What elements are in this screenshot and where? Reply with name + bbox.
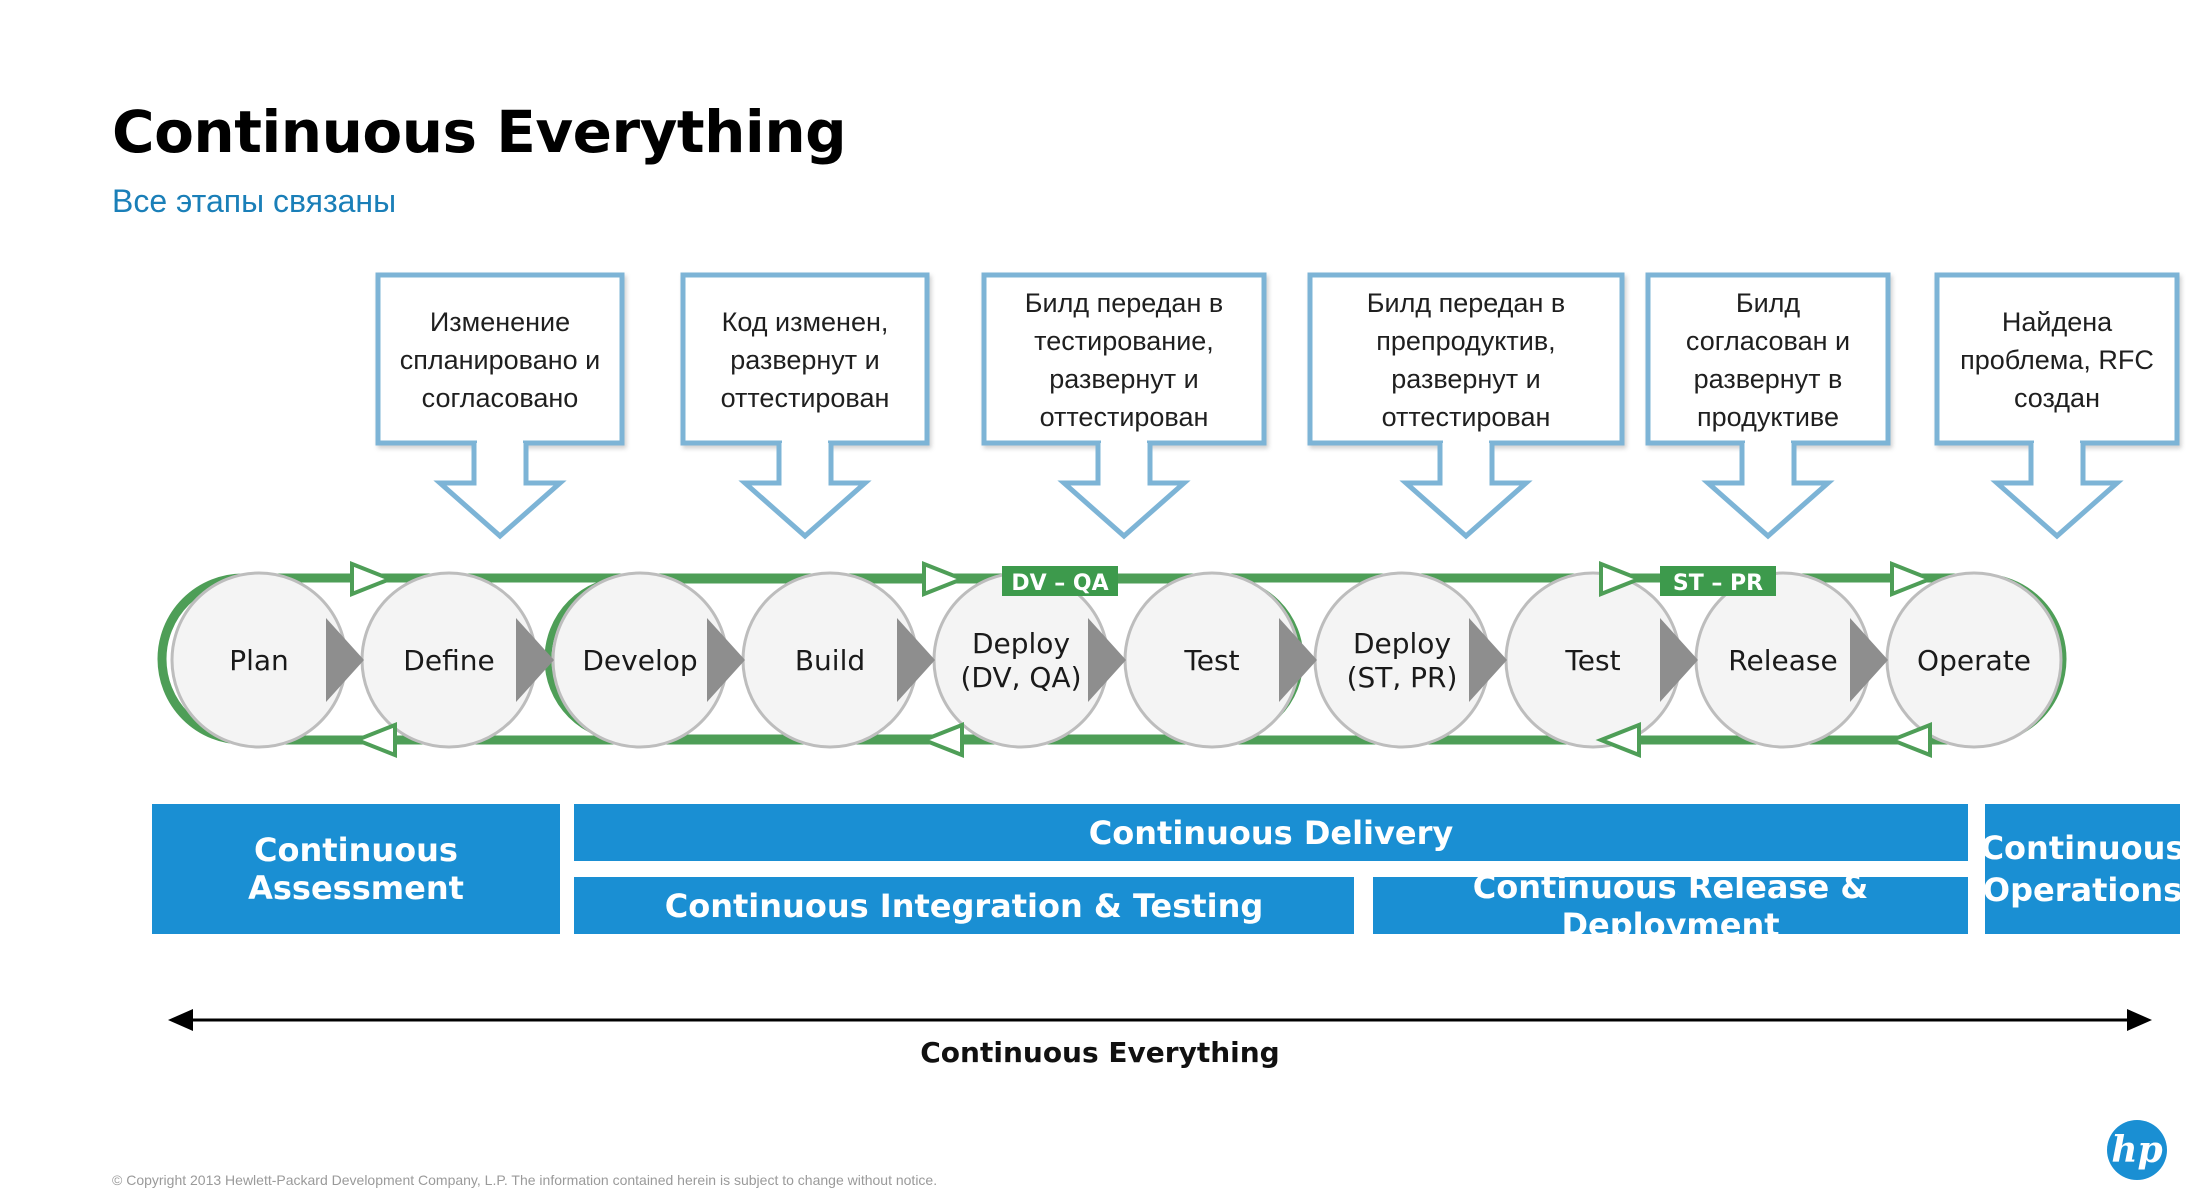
stage-operate: Operate — [1885, 571, 2063, 749]
environment-tag-dv-qa: DV – QA — [1002, 566, 1118, 596]
loop-arrow-right-icon — [350, 561, 396, 597]
page-title: Continuous Everything — [112, 98, 847, 166]
stage-plan: Plan — [170, 571, 348, 749]
page-subtitle: Все этапы связаны — [112, 183, 397, 219]
stage-label: Test — [1564, 644, 1620, 677]
callout-arrow-icon — [1399, 443, 1533, 540]
callout-arrow-icon — [738, 443, 872, 540]
callout-arrow-icon — [1990, 443, 2124, 540]
loop-arrow-left-icon — [1595, 722, 1641, 758]
callout-box: Найдена проблема, RFC создан — [1934, 272, 2180, 540]
callout-box: Код изменен, развернут и оттестирован — [680, 272, 930, 540]
stage-develop: Develop — [551, 571, 729, 749]
loop-arrow-left-icon — [1886, 722, 1932, 758]
chevron-right-icon — [1660, 618, 1698, 702]
callout-text: Билд — [1736, 288, 1801, 318]
stage-test: Test — [1504, 571, 1682, 749]
continuous-everything-arrow — [168, 1009, 2152, 1031]
callout-group: Изменение спланировано и согласовано Код из… — [375, 272, 2180, 540]
stage-define: Define — [360, 571, 538, 749]
loop-direction-arrows — [350, 561, 1936, 758]
environment-tag-st-pr: ST – PR — [1660, 566, 1776, 596]
loop-arrow-left-icon — [918, 722, 964, 758]
chevron-right-icon — [516, 618, 554, 702]
callout-text: развернут в — [1694, 364, 1843, 394]
chevron-right-icon — [897, 618, 935, 702]
callout-text: согласовано — [422, 383, 579, 413]
callout-text: Билд передан в — [1367, 288, 1565, 318]
band-ops-line-2: Operations — [1982, 871, 2183, 909]
stage-build: Build — [741, 571, 919, 749]
callout-arrow-icon — [1701, 443, 1835, 540]
copyright-footer: © Copyright 2013 Hewlett-Packard Develop… — [112, 1172, 938, 1188]
stage-label: Release — [1728, 644, 1837, 677]
stage-label: Test — [1183, 644, 1239, 677]
callout-box: Билд согласован и развернут в продуктиве — [1645, 272, 1891, 540]
arrow-left-head-icon — [168, 1009, 193, 1031]
callout-text: Билд передан в — [1025, 288, 1223, 318]
callout-arrow-icon — [433, 443, 567, 540]
loop-arrow-right-icon — [1599, 561, 1645, 597]
callout-text: препродуктив, — [1376, 326, 1555, 356]
stage-label: (ST, PR) — [1347, 661, 1458, 694]
chevron-right-icon — [1088, 618, 1126, 702]
callout-text: проблема, RFC — [1960, 345, 2154, 375]
stage-deploy-st-pr: Deploy(ST, PR) — [1313, 571, 1491, 749]
chevron-right-icon — [326, 618, 364, 702]
stage-release: Release — [1694, 571, 1872, 749]
callout-text: развернут и — [730, 345, 880, 375]
callout-box: Билд передан в тестирование, развернут и от… — [981, 272, 1267, 540]
callout-text: оттестирован — [1382, 402, 1551, 432]
bottom-arrow-label: Continuous Everything — [920, 1036, 1280, 1069]
callout-text: оттестирован — [721, 383, 890, 413]
stage-label: Plan — [229, 644, 289, 677]
stage-label: Deploy — [972, 627, 1070, 660]
chevron-right-icon — [1279, 618, 1317, 702]
callout-text: Изменение — [430, 307, 570, 337]
callout-text: продуктиве — [1697, 402, 1839, 432]
arrow-right-head-icon — [2127, 1009, 2152, 1031]
band-continuous-assessment: Continuous Assessment — [152, 804, 560, 934]
callout-text: Код изменен, — [722, 307, 889, 337]
callout-text: тестирование, — [1034, 326, 1214, 356]
callout-text: Найдена — [2002, 307, 2113, 337]
stage-label: (DV, QA) — [960, 661, 1081, 694]
callout-text: согласован и — [1686, 326, 1850, 356]
band-ops-line-1: Continuous — [1980, 829, 2185, 867]
tag-label: DV – QA — [1011, 571, 1108, 596]
loop-arrow-left-icon — [351, 722, 397, 758]
callout-text: спланировано и — [400, 345, 600, 375]
stage-label: Deploy — [1353, 627, 1451, 660]
tag-label: ST – PR — [1673, 571, 1763, 596]
callout-arrow-icon — [1057, 443, 1191, 540]
band-continuous-operations: Continuous Operations — [1981, 804, 2184, 934]
chevron-right-icon — [707, 618, 745, 702]
loop-arrow-right-icon — [922, 561, 968, 597]
band-continuous-integration-testing: Continuous Integration & Testing — [574, 877, 1354, 934]
callout-text: создан — [2014, 383, 2100, 413]
stage-test: Test — [1123, 571, 1301, 749]
band-continuous-delivery: Continuous Delivery — [574, 804, 1968, 861]
stage-label: Build — [795, 644, 865, 677]
stage-label: Develop — [582, 644, 697, 677]
callout-text: развернут и — [1391, 364, 1541, 394]
band-continuous-release-deployment: Continuous Release & Deployment — [1373, 868, 1968, 944]
stage-label: Define — [403, 644, 494, 677]
callout-text: развернут и — [1049, 364, 1199, 394]
stage-deploy-dv-qa: Deploy(DV, QA) — [932, 571, 1110, 749]
chevron-right-icon — [1850, 618, 1888, 702]
chevron-right-icon — [1469, 618, 1507, 702]
callout-box: Изменение спланировано и согласовано — [375, 272, 625, 540]
callout-text: оттестирован — [1040, 402, 1209, 432]
loop-arrow-right-icon — [1890, 561, 1936, 597]
callout-box: Билд передан в препродуктив, развернут и от… — [1307, 272, 1625, 540]
hp-logo: hp — [2107, 1120, 2167, 1180]
stage-label: Operate — [1917, 644, 2031, 677]
